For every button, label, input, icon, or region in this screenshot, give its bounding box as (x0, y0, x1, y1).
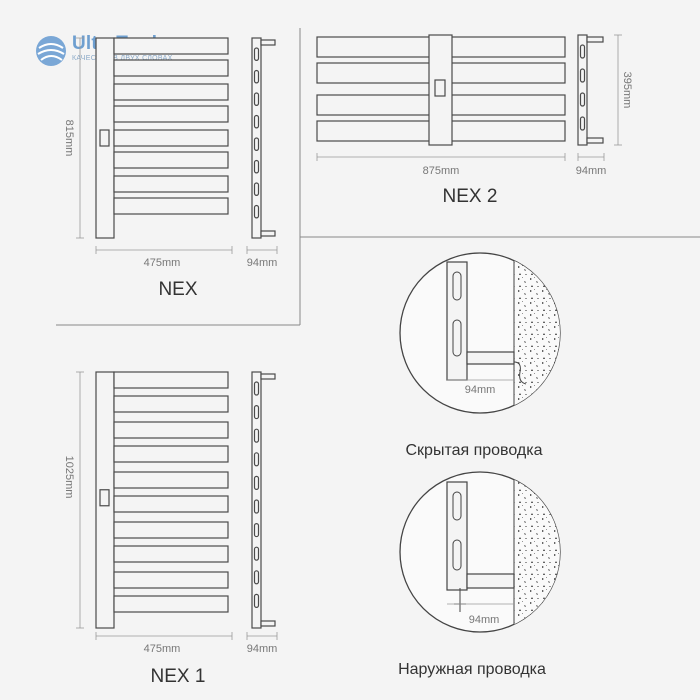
radiator-bar (113, 59, 229, 77)
install-surface-wiring: 94mm Наружная проводка (398, 471, 561, 678)
radiator-bar (113, 421, 229, 439)
radiator-bar (113, 175, 229, 193)
nex-1-front-view (95, 371, 229, 629)
side-slot (253, 546, 260, 561)
radiator-bar (113, 151, 229, 169)
nex-height-label: 815mm (63, 120, 75, 157)
side-slot (579, 44, 586, 59)
model-nex-1: 1025mm 475mm 94mm NEX 1 (63, 371, 278, 687)
install-surface-caption: Наружная проводка (398, 661, 546, 678)
radiator-bar (113, 471, 229, 489)
radiator-bar (113, 371, 229, 389)
side-slot (253, 204, 260, 219)
install-surface-depth: 94mm (469, 614, 500, 626)
install-hidden-caption: Скрытая проводка (405, 442, 542, 459)
wall-bracket (260, 39, 276, 46)
radiator-bar (113, 445, 229, 463)
nex-width-label: 475mm (144, 257, 181, 269)
wall-bracket (260, 620, 276, 627)
side-slot (579, 68, 586, 83)
radiator-bar (113, 545, 229, 563)
install-hidden-wiring: 94mm Скрытая проводка (399, 252, 561, 459)
nex-2-height-label: 395mm (621, 72, 633, 109)
side-profile (577, 34, 588, 146)
nex-1-width-label: 475mm (144, 643, 181, 655)
nex-2-side-view (577, 34, 604, 146)
wall-bracket (260, 230, 276, 237)
nex-side-view (251, 37, 276, 239)
model-nex-2: 395mm 875mm 94mm NEX 2 (316, 34, 633, 207)
radiator-bar (113, 37, 229, 55)
radiator-bar (113, 395, 229, 413)
nex-front-view (95, 37, 229, 239)
model-nex: 815mm 475mm 94mm NEX (63, 37, 278, 300)
radiator-bar (113, 495, 229, 513)
side-slot (253, 499, 260, 514)
side-slot (253, 114, 260, 129)
radiator-bar (113, 595, 229, 613)
nex-1-model-name: NEX 1 (151, 666, 206, 687)
nex-2-depth-label: 94mm (576, 165, 607, 177)
globe-icon (36, 36, 66, 66)
brand-tagline: КАЧЕСТВО В ДВУХ СЛОВАХ (72, 55, 173, 62)
nex-1-depth-label: 94mm (247, 643, 278, 655)
nex-2-front-view (316, 34, 566, 146)
side-slot (253, 159, 260, 174)
side-slot (253, 69, 260, 84)
radiator-bar (113, 105, 229, 123)
control-box (434, 79, 446, 97)
radiator-bar (113, 83, 229, 101)
side-slot (253, 593, 260, 608)
radiator-bar (113, 129, 229, 147)
side-slot (253, 137, 260, 151)
nex-2-model-name: NEX 2 (443, 186, 498, 207)
nex-1-side-view (251, 371, 276, 629)
side-slot (579, 92, 586, 107)
radiator-bar (113, 571, 229, 589)
side-slot (253, 522, 260, 538)
control-box (99, 129, 110, 147)
wall-bracket (586, 36, 604, 43)
side-slot (253, 381, 260, 396)
nex-depth-label: 94mm (247, 257, 278, 269)
side-slot (253, 428, 260, 443)
radiator-bar (113, 521, 229, 539)
nex-model-name: NEX (158, 279, 197, 300)
install-hidden-depth: 94mm (465, 384, 496, 396)
side-slot (253, 92, 260, 106)
nex-1-height-label: 1025mm (63, 456, 75, 499)
control-box (99, 489, 110, 507)
radiator-bar (113, 197, 229, 215)
side-slot (579, 116, 586, 131)
side-slot (253, 47, 260, 61)
side-slot (253, 475, 260, 490)
nex-2-width-label: 875mm (423, 165, 460, 177)
side-slot (253, 570, 260, 585)
side-slot (253, 182, 260, 196)
side-slot (253, 452, 260, 467)
side-slot (253, 405, 260, 420)
wall-bracket (260, 373, 276, 380)
wall-bracket (586, 137, 604, 144)
